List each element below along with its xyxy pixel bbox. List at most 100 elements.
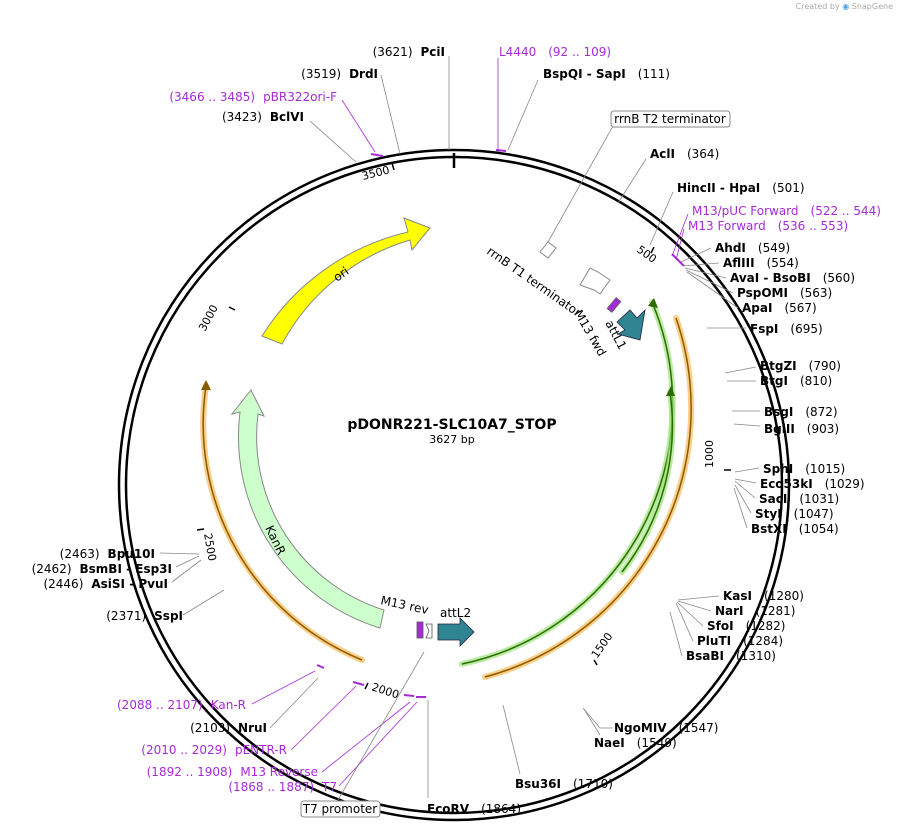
ruler-label-1500: 1500 xyxy=(589,630,616,660)
plasmid-name: pDONR221-SLC10A7_STOP xyxy=(347,417,556,433)
primer-mark-l4440 xyxy=(495,149,507,152)
site-bstxi: BstXI(1054) xyxy=(751,522,839,536)
rrnb-t2-pointer xyxy=(547,125,614,243)
primer-m13-puc-forward: M13/pUC Forward(522 .. 544) xyxy=(692,204,881,218)
ori-feature-arrow xyxy=(261,217,431,345)
leader-nari xyxy=(677,600,712,612)
t7-promoter-box xyxy=(300,800,381,818)
leader-sspi xyxy=(182,589,225,616)
leader-saci xyxy=(734,480,756,499)
attl1-arrow xyxy=(616,308,646,341)
ruler-label-1000: 1000 xyxy=(703,440,716,468)
site-avai-bsobi: AvaI - BsoBI(560) xyxy=(730,271,855,285)
leader-naei xyxy=(583,708,601,736)
leader-asisi xyxy=(171,559,202,583)
orange-track-right-line xyxy=(484,317,692,678)
leader-m13fwd xyxy=(675,228,685,261)
ruler-tick-2000 xyxy=(364,682,369,690)
attl2-label: attL2 xyxy=(440,606,471,620)
leader-ngomiv xyxy=(582,707,613,729)
leader-kanr-primer xyxy=(251,670,316,705)
leader-sfoi xyxy=(676,601,704,627)
ruler-tick-3500 xyxy=(391,162,395,171)
rrnb-t2-label: rrnB T2 terminator xyxy=(614,112,726,126)
primer-mark-kanr xyxy=(316,664,325,669)
green-track-inner-line xyxy=(621,391,674,573)
primer-l4440: L4440(92 .. 109) xyxy=(499,45,611,59)
primer-t7: (1868 .. 1887)T7 xyxy=(228,780,337,794)
green-track-outer-arrow xyxy=(648,298,658,308)
site-asisi-pvui: (2446)AsiSI - PvuI xyxy=(43,577,168,591)
attl2-arrow xyxy=(437,617,475,647)
leader-kasi xyxy=(677,595,720,601)
leader-bglii xyxy=(733,423,761,427)
leader-nrui xyxy=(269,677,319,729)
leader-pbr322ori xyxy=(341,99,376,153)
ruler-tick-3000 xyxy=(228,306,236,311)
orange-track-left xyxy=(200,383,365,663)
site-bsu36i: Bsu36I(1710) xyxy=(515,777,613,791)
site-saci: SacI(1031) xyxy=(759,492,839,506)
leader-afliii xyxy=(682,262,720,267)
boxed-rrnb-t2: rrnB T2 terminator xyxy=(610,110,731,128)
site-nrui: (2103)NruI xyxy=(190,721,267,735)
rrnb-t1-label: rrnB T1 terminator xyxy=(484,244,584,320)
leader-bspqi xyxy=(507,79,539,151)
site-apai: ApaI(567) xyxy=(742,301,817,315)
site-acli: AclI(364) xyxy=(650,147,719,161)
site-drdi: (3519)DrdI xyxy=(301,67,378,81)
site-bspqi-sapi: BspQI - SapI(111) xyxy=(543,67,670,81)
site-btgzi: BtgZI(790) xyxy=(760,359,841,373)
site-ecorv: EcoRV(1864) xyxy=(427,802,521,816)
site-sspi: (2371)SspI xyxy=(106,609,183,623)
leader-hincii xyxy=(649,191,674,246)
primer-mark-pentr xyxy=(352,681,365,686)
primer-pentr-r: (2010 .. 2029)pENTR-R xyxy=(141,743,287,757)
leader-bclvi xyxy=(309,120,357,163)
ruler-tick-1500 xyxy=(593,659,598,666)
site-styi: StyI(1047) xyxy=(755,507,834,521)
primer-mark-m13rev xyxy=(403,694,415,697)
site-naei: NaeI(1549) xyxy=(594,736,677,750)
site-labels: (3621)PciI (3519)DrdI (3466 .. 3485)pBR3… xyxy=(32,45,881,816)
leader-avai xyxy=(684,267,727,279)
rrnb-t2-box xyxy=(610,110,731,128)
leader-bpu10i xyxy=(159,552,200,555)
leader-bsu36i xyxy=(502,704,521,775)
orange-track-left-line xyxy=(202,385,363,661)
credit-brand: SnapGene xyxy=(851,2,893,11)
site-bpu10i: (2463)Bpu10I xyxy=(60,547,155,561)
t7-small-box xyxy=(425,623,433,639)
orange-track-left-arrow xyxy=(201,380,211,390)
ruler-label-3500: 3500 xyxy=(361,164,391,183)
leader-btgzi xyxy=(724,366,757,374)
leader-m13puc xyxy=(671,213,689,257)
site-ngomiv: NgoMIV(1547) xyxy=(614,721,718,735)
leader-ahdi xyxy=(680,247,712,263)
site-bsmbi-esp3i: (2462)BsmBI - Esp3I xyxy=(32,562,172,576)
leader-drdi xyxy=(380,74,401,155)
t7-promoter-pointer xyxy=(337,651,425,801)
backbone-outer-strand xyxy=(117,148,791,822)
attl2-feature: attL2 xyxy=(437,606,475,647)
site-pluti: PluTI(1284) xyxy=(697,634,783,648)
m13-rev-feature: M13 rev xyxy=(379,593,433,639)
site-pcii: (3621)PciI xyxy=(373,45,445,59)
site-pspomi: PspOMI(563) xyxy=(737,286,832,300)
ruler-label-2000: 2000 xyxy=(370,680,401,701)
rrnb-t2-arrow xyxy=(539,241,557,259)
rrnb-t2-small xyxy=(539,125,614,259)
leader-pluti xyxy=(675,602,694,642)
ruler-tick-2500 xyxy=(196,528,205,531)
primer-kan-r: (2088 .. 2107)Kan-R xyxy=(117,698,246,712)
plasmid-length: 3627 bp xyxy=(429,433,474,446)
leader-eco53ki xyxy=(734,478,757,484)
site-bglii: BglII(903) xyxy=(764,422,839,436)
site-sphi: SphI(1015) xyxy=(763,462,845,476)
feature-tracks xyxy=(200,298,695,680)
leader-bsabi xyxy=(669,611,683,657)
site-nari: NarI(1281) xyxy=(715,604,795,618)
t7-promoter-label: T7 promoter xyxy=(302,802,378,816)
ruler-label-2500: 2500 xyxy=(201,532,219,562)
